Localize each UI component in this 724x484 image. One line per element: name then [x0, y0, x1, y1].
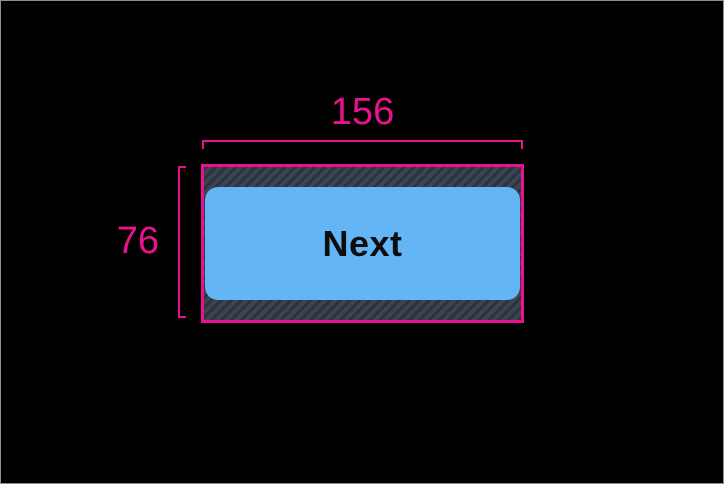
height-dimension-bracket: [178, 166, 186, 318]
next-button[interactable]: Next: [205, 187, 520, 300]
measured-component-bounds: Next: [201, 164, 524, 323]
height-dimension-label: 76: [116, 220, 159, 262]
width-dimension-bracket: [202, 140, 523, 149]
width-dimension-label: 156: [330, 91, 395, 133]
